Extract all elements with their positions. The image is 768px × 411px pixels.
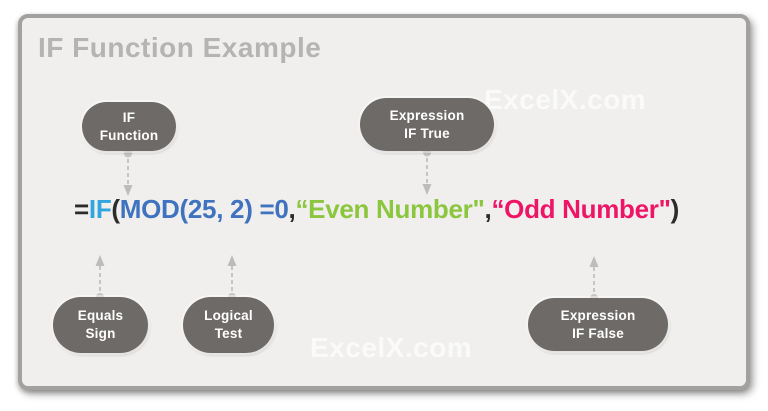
formula-expression-if-true: “Even Number" bbox=[295, 194, 485, 224]
connector-arrow-down-if-function bbox=[123, 149, 133, 196]
connector-arrow-up-equals-sign bbox=[95, 255, 105, 301]
bubble-expression-if-false-line2: IF False bbox=[572, 325, 624, 341]
watermark-top: ExcelX.com bbox=[484, 84, 647, 115]
formula-text: =IF(MOD(25, 2) =0,“Even Number",“Odd Num… bbox=[74, 194, 679, 225]
connector-arrow-up-logical-test bbox=[227, 255, 237, 301]
formula-logical-test-compare: =0 bbox=[252, 194, 289, 224]
formula-logical-test-mod: MOD(25, 2) bbox=[119, 194, 253, 224]
bubble-equals-sign-line1: Equals bbox=[77, 308, 124, 324]
bubble-expression-if-true: Expression IF True bbox=[360, 98, 494, 151]
formula-comma-1: , bbox=[288, 194, 296, 224]
bubble-if-function-line2: Function bbox=[99, 127, 159, 143]
bubble-equals-sign-line2: Sign bbox=[85, 326, 116, 341]
watermark-bottom: ExcelX.com bbox=[310, 332, 473, 363]
bubble-logical-test-line2: Test bbox=[214, 326, 243, 341]
bubble-if-function: IF Function bbox=[82, 102, 176, 151]
bubble-if-function-line1: IF bbox=[122, 109, 136, 125]
bubble-expression-if-true-line2: IF True bbox=[404, 125, 450, 141]
formula-open-paren: ( bbox=[111, 194, 120, 224]
bubble-expression-if-false-line1: Expression bbox=[560, 307, 636, 323]
formula-expression-if-false: “Odd Number" bbox=[491, 194, 671, 224]
formula-close-paren: ) bbox=[670, 194, 680, 224]
bubble-expression-if-false: Expression IF False bbox=[528, 298, 668, 351]
bubble-logical-test-line1: Logical bbox=[204, 308, 253, 324]
bubble-equals-sign: Equals Sign bbox=[53, 297, 148, 353]
bubble-expression-if-true-line1: Expression bbox=[389, 107, 465, 123]
diagram-card: IF Function Example ExcelX.com ExcelX.co… bbox=[18, 14, 750, 390]
page-title: IF Function Example bbox=[38, 32, 322, 63]
bubble-logical-test: Logical Test bbox=[183, 297, 274, 353]
formula-if-keyword: IF bbox=[88, 194, 112, 224]
connector-arrow-down-expression-if-true bbox=[422, 148, 432, 195]
formula-equals-sign: = bbox=[74, 194, 89, 224]
connector-arrow-up-expression-if-false bbox=[589, 256, 599, 302]
formula-comma-2: , bbox=[484, 194, 492, 224]
